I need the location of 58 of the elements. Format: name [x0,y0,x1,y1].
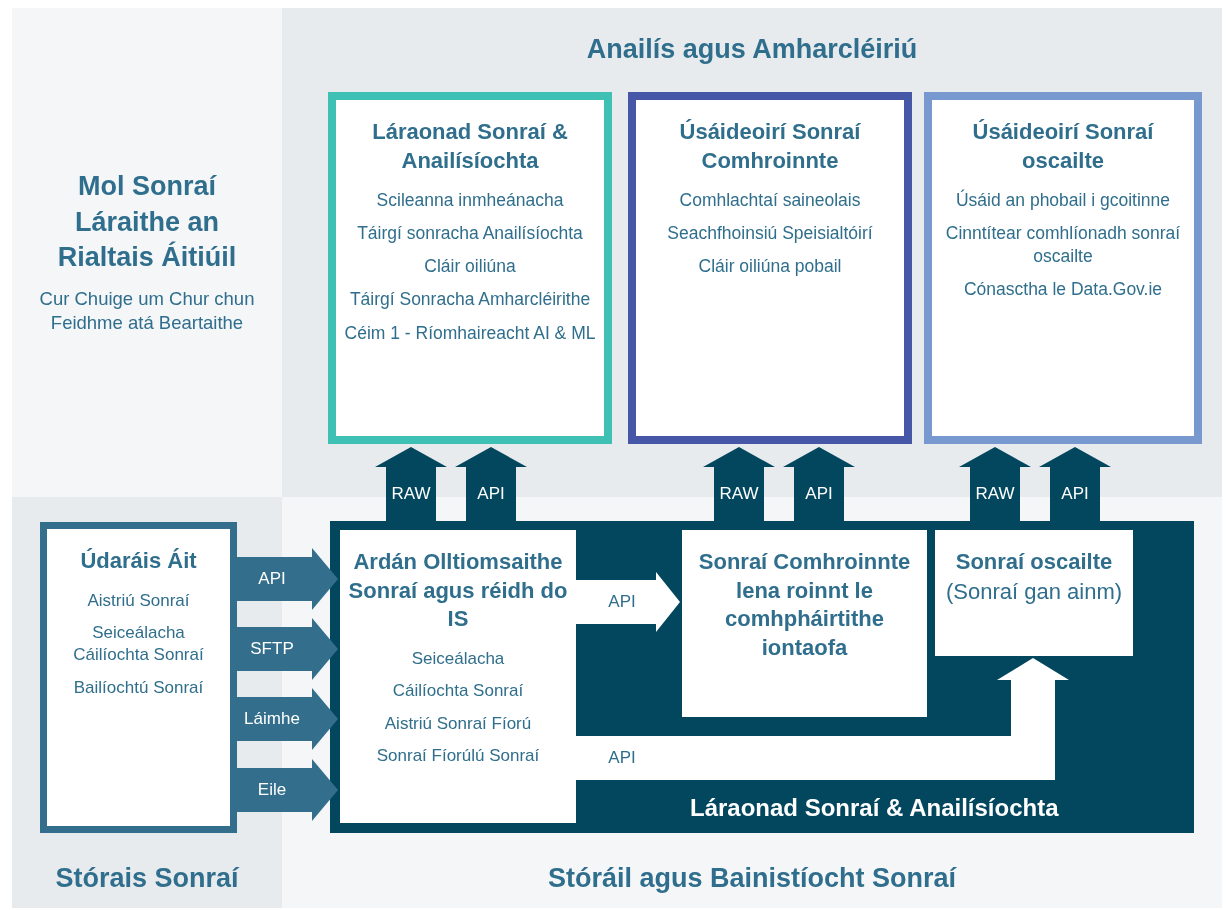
section-title: Stórais Sonraí [55,861,239,895]
edge-label: API [608,748,636,768]
list-item: Bailíochtú Sonraí [73,676,204,699]
source-box [40,522,237,833]
edge-label: RAW [719,484,759,504]
edge-label: Eile [257,780,287,800]
edge-label: SFTP [250,639,294,659]
list-item: Seachfhoinsiú Speisialtóirí [667,222,873,246]
data-box [682,530,927,717]
panel-title: Láraonad Sonraí & Anailísíochta [690,792,1059,823]
list-item: Táirgí sonracha Anailísíochta [357,222,583,246]
subtitle: Cur Chuige um Chur chun Feidhme atá Beartaithe [38,286,256,336]
block-arrow [576,572,680,632]
section-title: Stóráil agus Bainistíocht Sonraí [547,861,957,895]
section-title: Anailís agus Amharcléiriú [586,33,918,66]
box-heading: Údaráis Áit [80,547,197,575]
edge-label: API [258,569,286,589]
process-box [340,530,576,823]
list-item: Cláir oiliúna [424,255,516,279]
edge-label: API [477,484,505,504]
list-item: Sonraí Fíorúlú Sonraí [376,745,540,768]
block-arrow [237,548,338,610]
list-item: Seiceálacha Cáilíochta Sonraí [72,622,205,667]
box-heading: Ardán Olltiomsaithe Sonraí agus réidh do IS [348,548,568,634]
list-item: Comhlachtaí saineolais [679,189,861,213]
box-heading: Úsáideoirí Sonraí Comhroinnte [678,118,862,175]
list-item: Cláir oiliúna pobail [698,255,842,279]
data-box [935,530,1133,656]
section-heading: Mol Sonraí Láraithe an Rialtais Áitiúil [56,170,238,274]
list-item: Seiceálacha [411,647,505,670]
edge-label: API [608,592,636,612]
block-arrow [237,759,338,821]
list-item: Cinntítear comhlíonadh sonraí oscailte [944,222,1182,269]
edge-label: RAW [975,484,1015,504]
box-subheading: (Sonraí gan ainm) [945,577,1123,606]
category-box [328,92,612,444]
edge-label: Láimhe [244,709,300,729]
list-item: Scileanna inmheánacha [376,189,564,213]
category-box [924,92,1202,444]
box-heading: Sonraí Comhroinnte lena roinnt le comhpháirtithe iontaofa [697,548,912,662]
list-item: Aistriú Sonraí Fíorú [384,712,532,735]
category-box [628,92,912,444]
edge-label: RAW [391,484,431,504]
section-panel [282,8,1222,497]
list-item: Aistriú Sonraí [87,589,190,612]
list-item: Úsáid an phobail i gcoitinne [955,189,1170,213]
list-item: Cónasctha le Data.Gov.ie [963,278,1163,302]
list-item: Céim 1 - Ríomhaireacht AI & ML [344,321,596,345]
block-arrow [237,688,338,750]
edge-label: API [805,484,833,504]
block-arrow [576,658,1069,780]
edge-label: API [1061,484,1089,504]
box-heading: Láraonad Sonraí & Anailísíochta [371,118,569,175]
block-arrow [237,618,338,680]
list-item: Cáilíochta Sonraí [392,680,524,703]
list-item: Táirgí Sonracha Amharcléirithe [349,288,591,312]
box-heading: Úsáideoirí Sonraí oscailte [971,118,1155,175]
box-heading: Sonraí oscailte [955,548,1113,576]
